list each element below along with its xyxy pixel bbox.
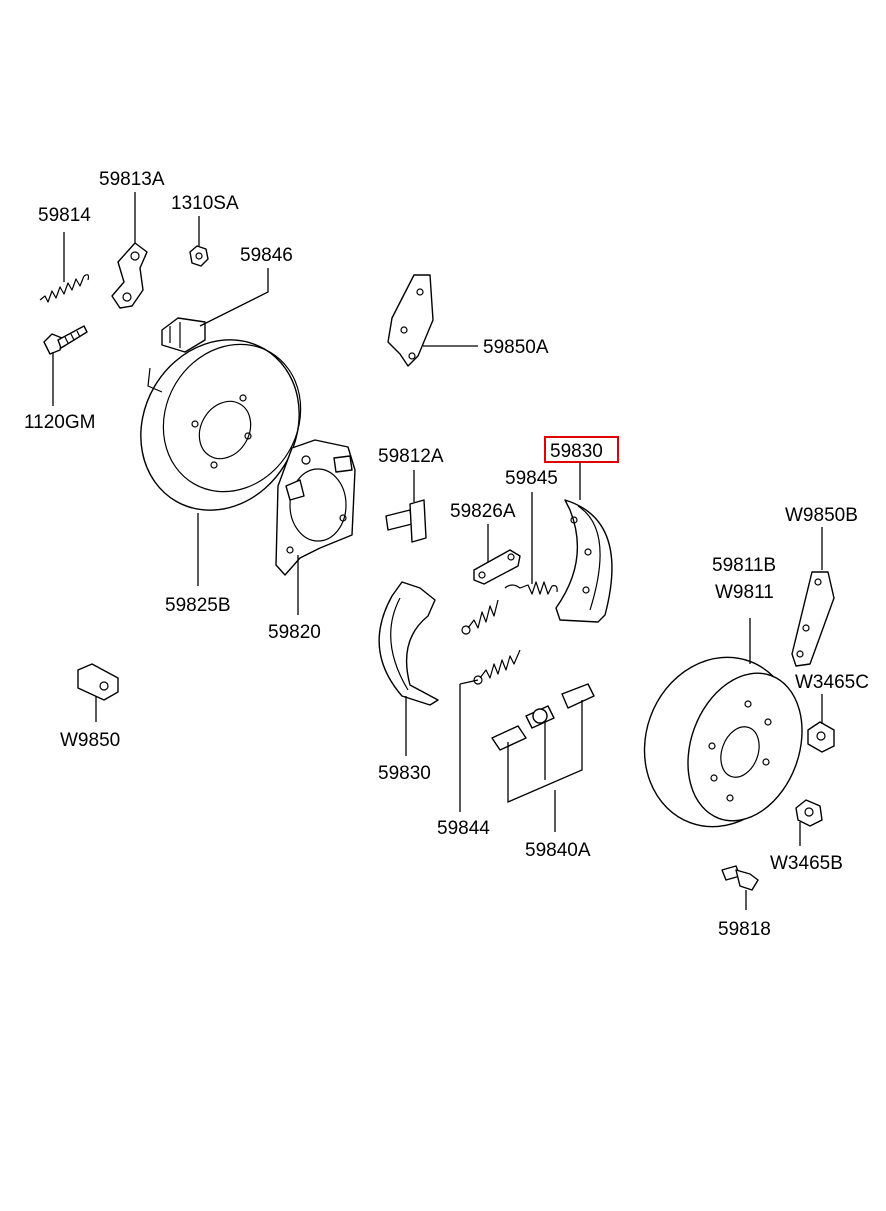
clip-59846	[161, 317, 206, 353]
bolt-1120GM	[43, 325, 88, 355]
plate-W9850B	[791, 571, 835, 667]
label-W9850B[interactable]: W9850B	[785, 505, 858, 526]
label-59844[interactable]: 59844	[437, 818, 490, 839]
label-W9850[interactable]: W9850	[60, 730, 120, 751]
nut-1310SA	[189, 245, 209, 267]
bracket-W9850	[77, 663, 119, 701]
label-59840A[interactable]: 59840A	[525, 840, 591, 861]
nut-W3465C	[807, 721, 835, 753]
label-59814[interactable]: 59814	[38, 205, 91, 226]
highlight-box-59830	[544, 436, 619, 463]
spring-59844	[473, 649, 521, 685]
label-59811B[interactable]: 59811B	[712, 555, 776, 576]
spring-small	[461, 599, 499, 635]
pin-59812A	[385, 499, 427, 543]
label-59825B[interactable]: 59825B	[165, 595, 231, 616]
label-59820[interactable]: 59820	[268, 622, 321, 643]
anchor-plate-59820	[275, 439, 356, 576]
nut-W3465B	[795, 799, 823, 827]
spring-59845	[504, 581, 558, 595]
brake-drum-59811B	[643, 656, 803, 828]
label-1120GM[interactable]: 1120GM	[24, 412, 95, 433]
label-59826A[interactable]: 59826A	[450, 501, 516, 522]
label-59845[interactable]: 59845	[505, 468, 558, 489]
brake-shoe-59830-left	[378, 581, 439, 706]
bolt-59818	[721, 865, 759, 891]
label-59846[interactable]: 59846	[240, 245, 293, 266]
label-W3465C[interactable]: W3465C	[795, 672, 869, 693]
leader-lines	[52, 192, 823, 910]
label-W3465B[interactable]: W3465B	[770, 853, 843, 874]
brake-shoe-59830-right	[555, 499, 613, 623]
bracket-59850A	[387, 274, 434, 367]
label-59830-highlighted[interactable]: 59830	[550, 441, 603, 462]
label-59830[interactable]: 59830	[378, 763, 431, 784]
label-W9811[interactable]: W9811	[715, 582, 774, 603]
label-59818[interactable]: 59818	[718, 919, 771, 940]
label-59812A[interactable]: 59812A	[378, 446, 444, 467]
spring-59814	[39, 274, 90, 303]
adjuster-59840A	[491, 683, 595, 751]
label-59850A[interactable]: 59850A	[483, 337, 549, 358]
label-59813A[interactable]: 59813A	[99, 169, 165, 190]
lever-59813A	[111, 242, 148, 309]
link-59826A	[473, 549, 521, 585]
label-1310SA[interactable]: 1310SA	[171, 193, 239, 214]
